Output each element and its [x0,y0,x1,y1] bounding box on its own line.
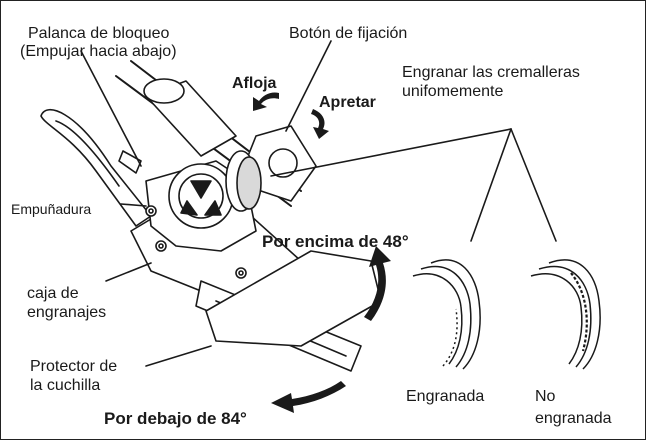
engage-label-line1: Engranar las cremalleras [402,64,580,81]
loosen-arrow [253,92,279,111]
below-angle-arrow [271,381,346,413]
below-angle-label: Por debajo de 84° [104,409,247,428]
gearbox-label-line1: caja de [27,285,79,302]
fixing-button-label: Botón de fijación [289,25,408,42]
leader-engage-2 [470,128,512,242]
blade-guard-label-line2: la cuchilla [30,377,101,394]
leader-fixing-button [285,40,332,132]
leader-lock-lever [80,50,142,167]
leader-grip [120,203,147,207]
engaged-label: Engranada [406,388,485,405]
grip-label: Empuñadura [11,201,92,217]
tighten-label: Apretar [319,94,376,111]
not-engaged-label-line2: engranada [535,410,612,427]
leader-engage-3 [510,128,557,242]
leader-blade-guard [145,345,212,367]
not-engaged-rack-detail [530,259,601,370]
above-angle-label: Por encima de 48° [262,232,409,251]
lock-lever-label-line2: (Empujar hacia abajo) [20,43,177,60]
gearbox-label-line2: engranajes [27,304,107,321]
not-engaged-label-line1: No [535,388,556,405]
engage-label-line2: unifomemente [402,83,504,100]
above-angle-arrow [364,246,391,321]
leader-engage-1 [270,128,512,177]
blade-guard-label-line1: Protector de [30,358,118,375]
lock-lever-label-line1: Palanca de bloqueo [28,25,170,42]
leader-gearbox [105,262,152,282]
lock-lever [118,150,142,174]
loosen-label: Afloja [232,75,277,92]
engaged-rack-detail [412,259,481,370]
tighten-arrow [311,109,329,139]
